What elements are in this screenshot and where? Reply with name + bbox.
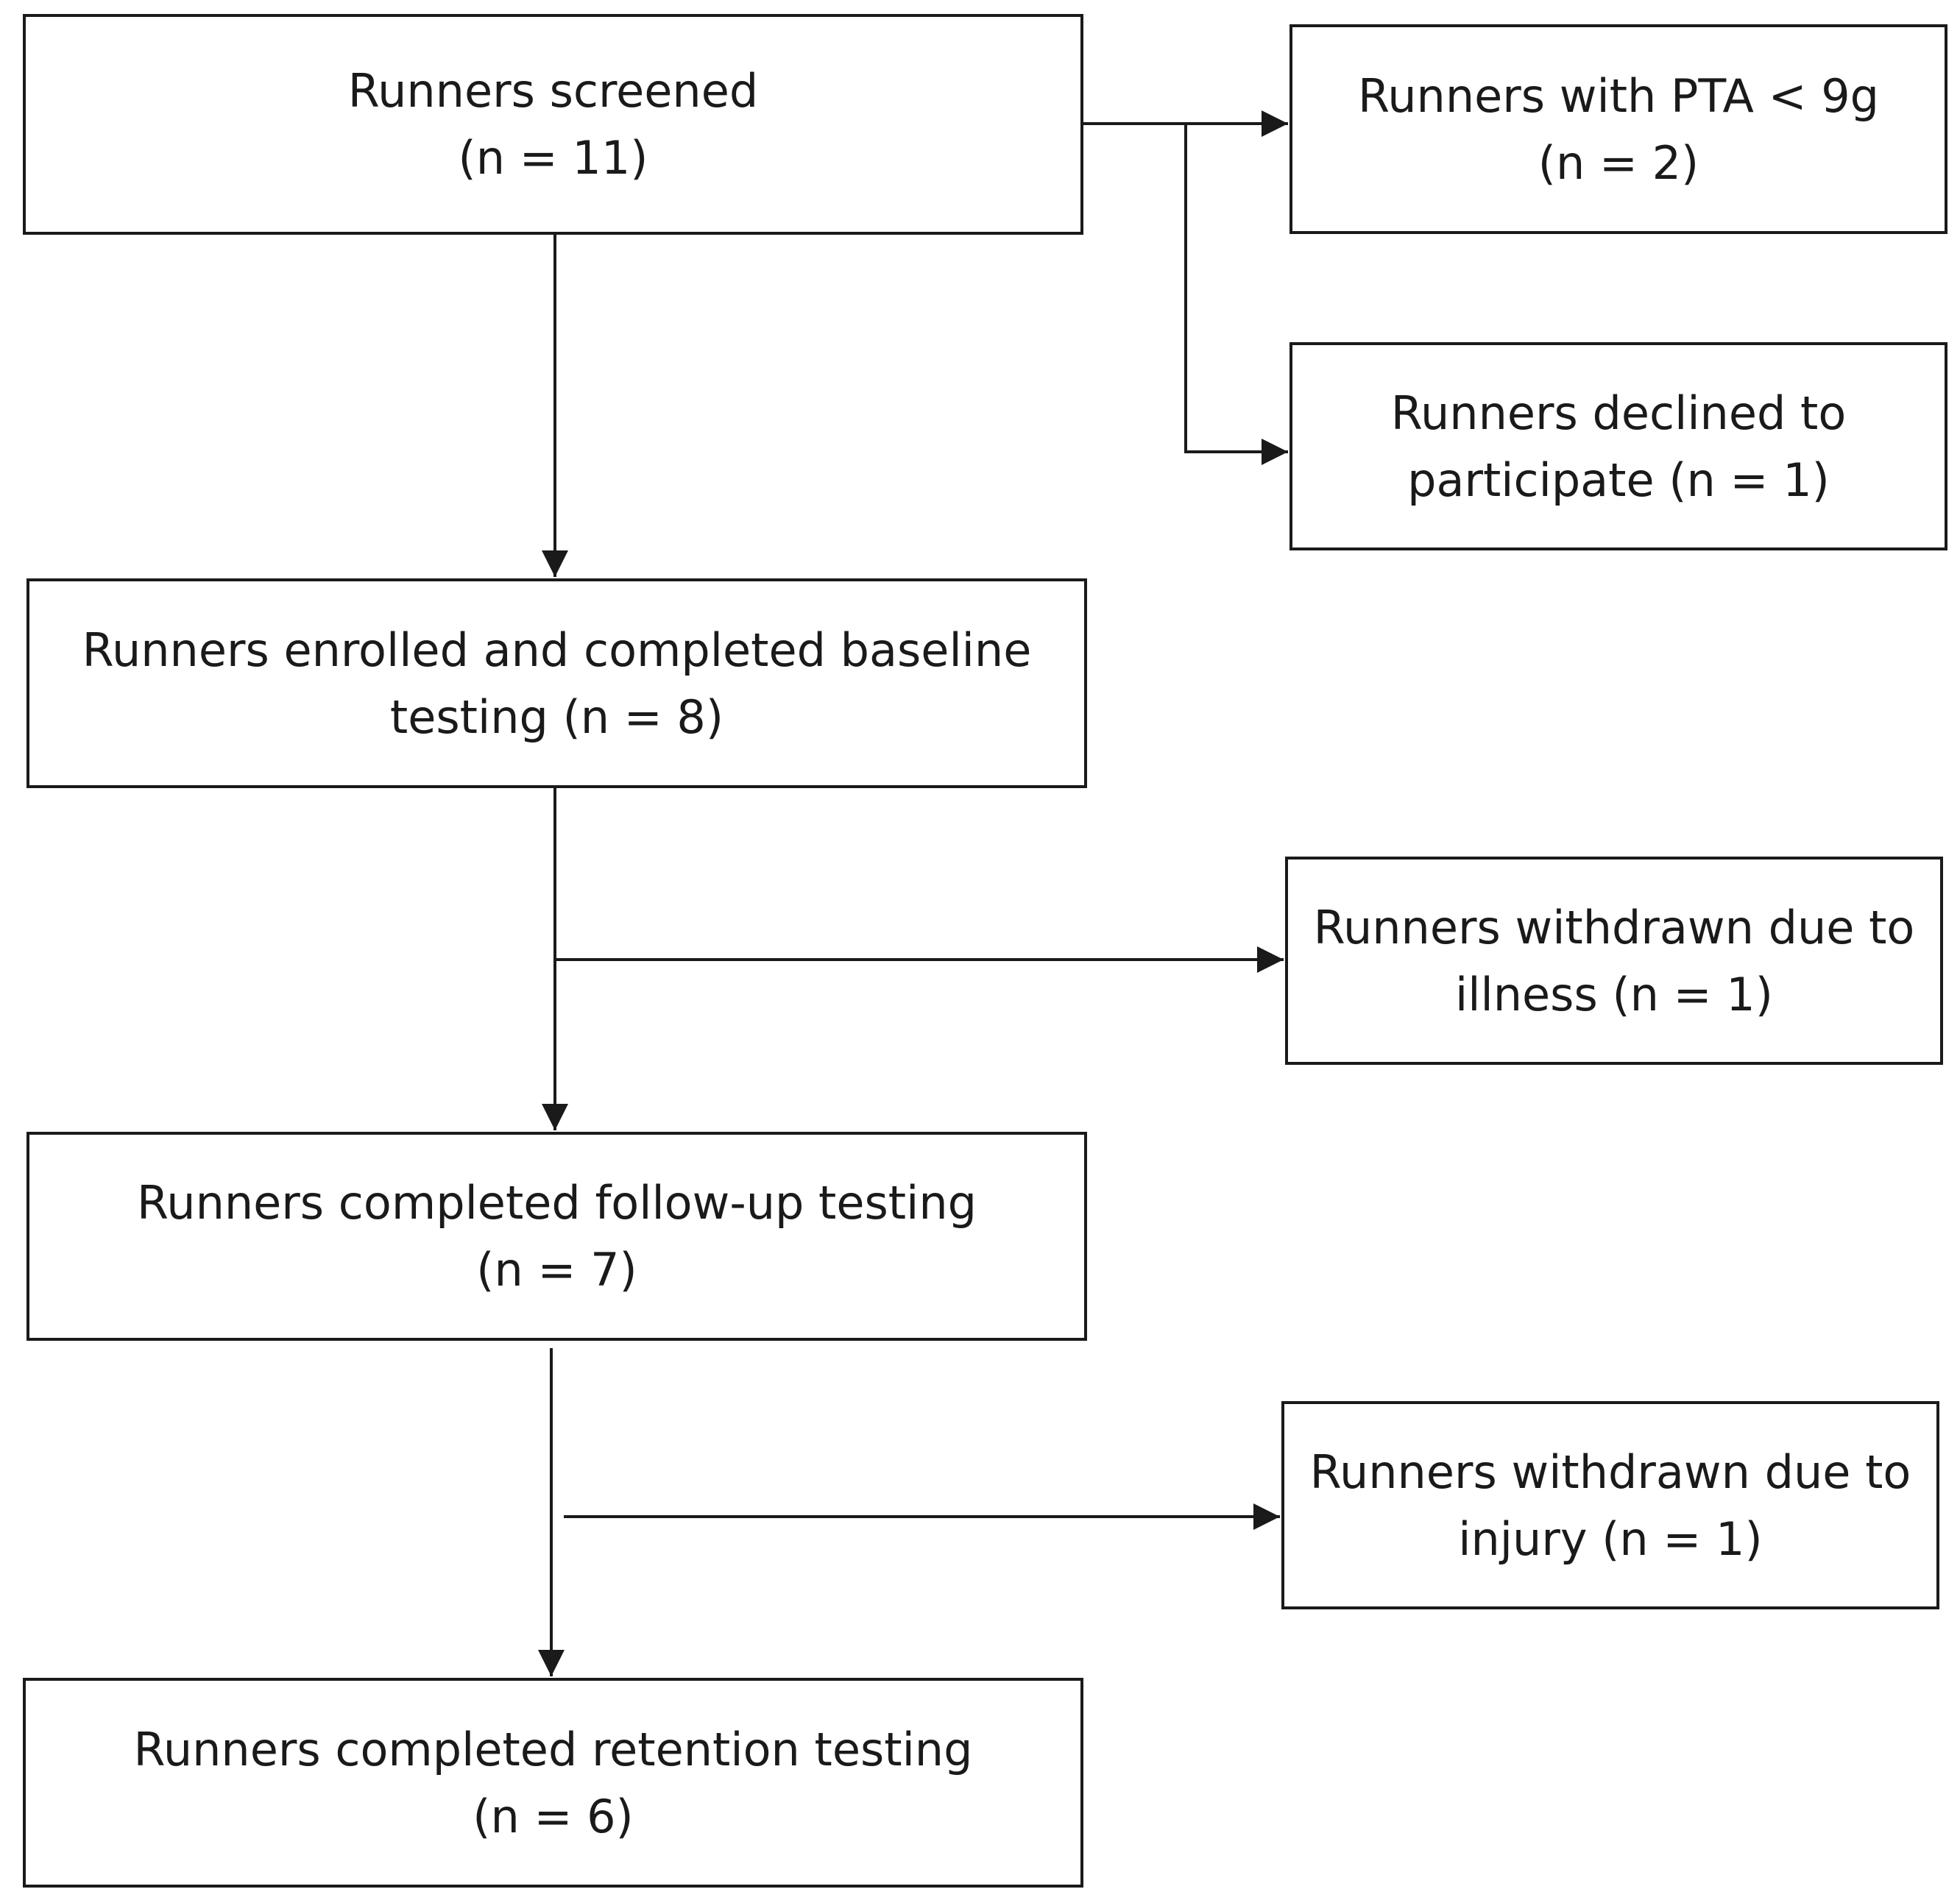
box-text: Runners with PTA < 9g (n = 2) [1358, 63, 1879, 196]
box-runners-followup: Runners completed follow-up testing (n =… [26, 1132, 1087, 1341]
box-runners-enrolled: Runners enrolled and completed baseline … [26, 578, 1087, 788]
box-text: Runners completed retention testing (n =… [134, 1716, 973, 1850]
box-text: Runners screened (n = 11) [348, 57, 758, 191]
box-excluded-pta: Runners with PTA < 9g (n = 2) [1289, 24, 1947, 234]
box-count: participate (n = 1) [1407, 453, 1830, 507]
box-count: testing (n = 8) [389, 690, 724, 744]
box-label: Runners enrolled and completed baseline [82, 623, 1032, 677]
box-label: Runners completed retention testing [133, 1722, 973, 1776]
box-text: Runners declined to participate (n = 1) [1391, 380, 1847, 514]
box-runners-retention: Runners completed retention testing (n =… [23, 1678, 1083, 1888]
box-label: Runners declined to [1390, 386, 1847, 440]
box-text: Runners withdrawn due to illness (n = 1) [1314, 894, 1915, 1028]
box-count: illness (n = 1) [1455, 967, 1773, 1021]
box-text: Runners enrolled and completed baseline … [82, 617, 1032, 751]
box-label: Runners screened [347, 64, 759, 118]
box-count: (n = 2) [1538, 135, 1699, 190]
box-count: (n = 7) [476, 1243, 637, 1297]
box-text: Runners completed follow-up testing (n =… [137, 1169, 977, 1303]
box-withdrawn-illness: Runners withdrawn due to illness (n = 1) [1285, 857, 1943, 1065]
box-excluded-declined: Runners declined to participate (n = 1) [1289, 342, 1947, 550]
box-label: Runners withdrawn due to [1309, 1445, 1911, 1499]
box-label: Runners with PTA < 9g [1357, 68, 1880, 123]
box-label: Runners completed follow-up testing [136, 1176, 977, 1230]
box-count: injury (n = 1) [1458, 1512, 1763, 1566]
box-label: Runners withdrawn due to [1313, 900, 1915, 954]
box-text: Runners withdrawn due to injury (n = 1) [1310, 1439, 1911, 1573]
box-count: (n = 6) [473, 1789, 634, 1843]
box-withdrawn-injury: Runners withdrawn due to injury (n = 1) [1281, 1401, 1939, 1609]
box-count: (n = 11) [458, 131, 648, 185]
box-runners-screened: Runners screened (n = 11) [23, 14, 1083, 235]
